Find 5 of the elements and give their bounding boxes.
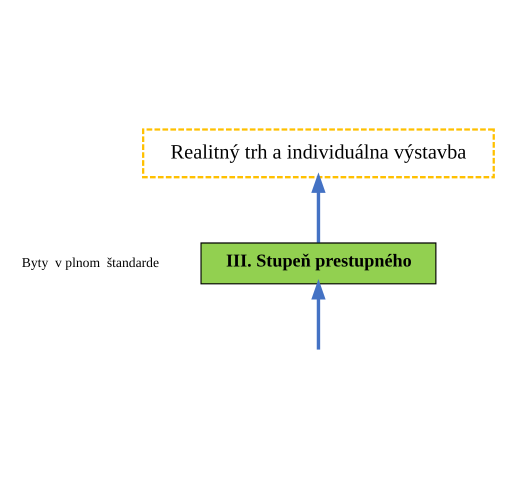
node-label: Byty v plnom štandarde xyxy=(22,254,160,270)
arrow xyxy=(311,172,326,242)
node-box: Realitný trh a individuálna výstavba xyxy=(142,128,495,178)
arrow xyxy=(311,278,326,350)
node-box: III. Stupeň prestupného xyxy=(200,242,436,284)
